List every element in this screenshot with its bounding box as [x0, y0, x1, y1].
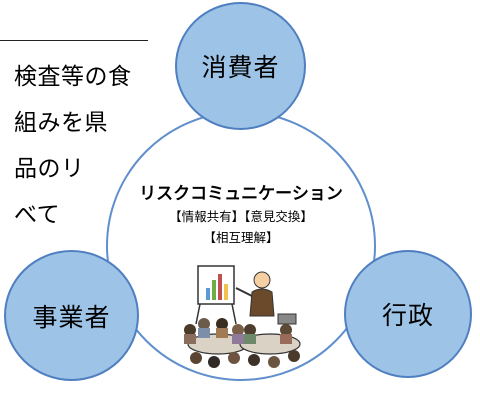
meeting-presentation-icon	[184, 265, 301, 368]
center-subtitle-2: 【相互理解】	[203, 230, 279, 245]
body-text-line-4: べて	[14, 202, 61, 228]
center-subtitle-1: 【情報共有】【意見交換】	[169, 209, 313, 224]
heading-rule	[0, 40, 148, 41]
consumer-node: 消費者	[175, 2, 306, 130]
body-text-line-3: 品のリ	[14, 156, 85, 182]
business-node: 事業者	[4, 250, 139, 381]
administration-node: 行政	[344, 250, 472, 378]
body-text-line-1: 検査等の食	[14, 64, 132, 90]
body-text-line-2: 組みを県	[14, 110, 108, 136]
center-title: リスクコミュニケーション	[139, 184, 343, 204]
